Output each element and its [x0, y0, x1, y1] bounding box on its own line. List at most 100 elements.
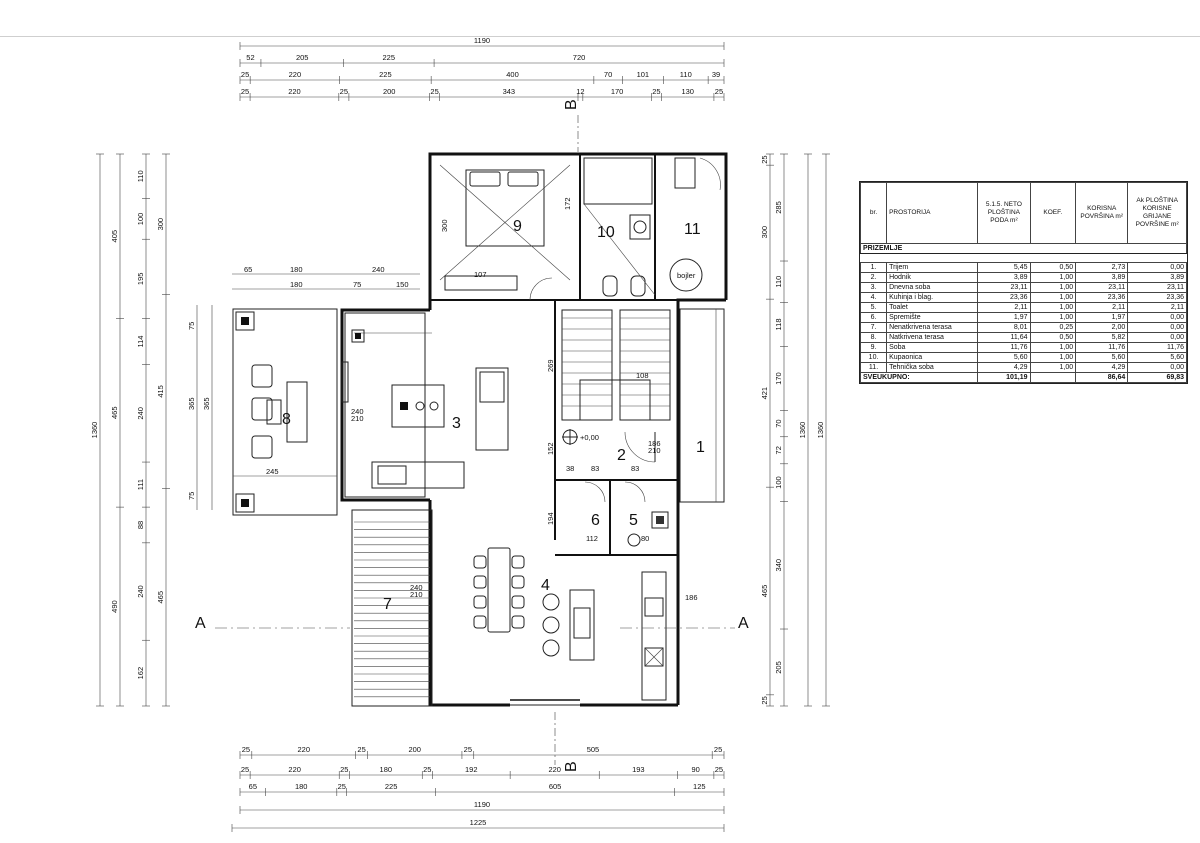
table-cell: 23,11	[1127, 282, 1187, 293]
col-net-area: 5.1.5. NETO PLOŠTINA PODA m²	[977, 182, 1031, 244]
dim-label: 1360	[816, 422, 825, 439]
dim-label: 110	[774, 276, 783, 288]
dim-label: 1225	[470, 818, 487, 827]
table-cell: Natkrivena terasa	[886, 332, 979, 343]
dim-label: 285	[774, 201, 783, 214]
dim-label: 465	[156, 591, 165, 604]
dim-label: 52	[246, 53, 254, 62]
dim-label: 205	[774, 661, 783, 674]
table-cell: 1,97	[977, 312, 1031, 323]
dim-label: 65	[244, 265, 252, 274]
total-coef	[1029, 372, 1077, 383]
area-table: br. PROSTORIJA 5.1.5. NETO PLOŠTINA PODA…	[859, 182, 1187, 383]
table-cell: 9.	[859, 342, 888, 353]
kitchen-dining: 4	[473, 547, 667, 701]
dim-label: 340	[774, 559, 783, 572]
dim-label: 25	[357, 745, 365, 754]
dim-label: 162	[136, 667, 145, 680]
dim-label: 180	[295, 782, 308, 791]
dim-label: 365	[202, 397, 211, 410]
table-cell: Hodnik	[886, 272, 979, 283]
spacer-row	[860, 253, 1187, 263]
dim-label: 240	[410, 583, 423, 592]
dim-label: 180	[290, 280, 303, 289]
table-cell: 2,11	[1075, 302, 1129, 313]
bathroom: 10	[583, 157, 656, 297]
room-6-label: 6	[591, 512, 600, 529]
dim-label: 125	[693, 782, 706, 791]
table-cell: 8,01	[977, 322, 1031, 333]
exterior-walls	[340, 152, 728, 707]
boiler-label: bojler	[677, 271, 696, 280]
total-row: SVEUKUPNO: 101,19 86,64 69,83	[859, 372, 1187, 383]
table-cell: 23,36	[1127, 292, 1187, 303]
dim-label: 25	[760, 155, 769, 163]
table-cell: Nenatkrivena terasa	[886, 322, 979, 333]
dim-label: 194	[546, 512, 555, 525]
room-5-label: 5	[629, 512, 638, 529]
table-cell: Soba	[886, 342, 979, 353]
dim-label: 25	[715, 765, 723, 774]
dim-label: 1360	[90, 422, 99, 439]
dim-label: 365	[187, 397, 196, 410]
dim-label: 112	[586, 534, 598, 543]
table-cell: 7.	[859, 322, 888, 333]
dim-label: 25	[241, 87, 249, 96]
table-cell: 1,00	[1029, 282, 1077, 293]
table-cell: 0,00	[1127, 362, 1187, 373]
chair	[473, 615, 487, 629]
dim-label: 25	[715, 87, 723, 96]
chair	[511, 595, 525, 609]
dim-label: 200	[408, 745, 421, 754]
dim-label: 180	[290, 265, 303, 274]
table-cell: 5,82	[1075, 332, 1129, 343]
section-label: PRIZEMLJE	[860, 243, 1187, 254]
dim-label: 343	[503, 87, 516, 96]
table-cell: 0,00	[1127, 332, 1187, 343]
table-cell: 0,00	[1127, 312, 1187, 323]
table-cell: 2.	[859, 272, 888, 283]
dim-label: 1190	[474, 800, 490, 809]
dim-label: 75	[353, 280, 361, 289]
table-cell: 2,00	[1075, 322, 1129, 333]
table-cell: 2,73	[1075, 262, 1129, 273]
dim-label: 405	[110, 230, 119, 243]
dim-label: 38	[566, 464, 574, 473]
dim-label: 193	[632, 765, 645, 774]
table-cell: 23,36	[977, 292, 1031, 303]
table-cell: Tehnička soba	[886, 362, 979, 373]
dim-label: 300	[760, 226, 769, 239]
table-cell: 11.	[859, 362, 888, 373]
dim-label: 220	[548, 765, 561, 774]
table-cell: 4,29	[977, 362, 1031, 373]
dim-label: 25	[652, 87, 660, 96]
covered-terrace: 8 245	[232, 308, 338, 516]
table-cell: 1,00	[1029, 272, 1077, 283]
dim-label: 72	[774, 446, 783, 454]
table-cell: 1,00	[1029, 352, 1077, 363]
dim-label: 75	[187, 492, 196, 500]
table-cell: 3,89	[1075, 272, 1129, 283]
dim-label: 70	[774, 419, 783, 427]
dim-label: 90	[691, 765, 699, 774]
dim-label: 269	[546, 359, 555, 372]
dim-label: 150	[396, 280, 409, 289]
room-area-table: br. PROSTORIJA 5.1.5. NETO PLOŠTINA PODA…	[859, 181, 1188, 384]
room-1-label: 1	[696, 439, 705, 456]
table-cell: 2,11	[977, 302, 1031, 313]
table-cell: 4,29	[1075, 362, 1129, 373]
dim-label: 180	[380, 765, 393, 774]
room-3-label: 3	[452, 415, 461, 432]
dim-label: 83	[631, 464, 639, 473]
table-cell: 11,76	[977, 342, 1031, 353]
terrace-dimensions: 65 180 240 180 75 150 75 365 365 75	[187, 265, 420, 510]
table-cell: 3.	[859, 282, 888, 293]
room-2-label: 2	[617, 447, 626, 464]
